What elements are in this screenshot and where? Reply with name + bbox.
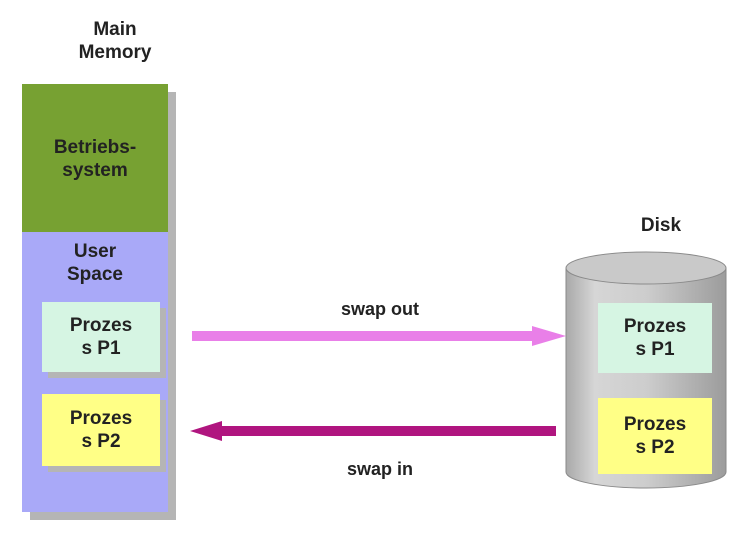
swap-in-arrow bbox=[190, 421, 556, 441]
main-memory-title: Main Memory bbox=[78, 19, 152, 63]
operating-system-label: Betriebs- system bbox=[53, 137, 137, 181]
swap-out-label: swap out bbox=[340, 299, 419, 319]
disk-cylinder-top bbox=[565, 251, 727, 285]
swap-in-label: swap in bbox=[346, 459, 413, 479]
swap-out-arrow bbox=[192, 326, 566, 346]
operating-system-region bbox=[22, 84, 168, 232]
disk-title: Disk bbox=[640, 215, 682, 236]
disk-process-p2: Prozes s P2 bbox=[598, 398, 712, 474]
user-space-label: User Space bbox=[67, 241, 123, 285]
disk-process-p1: Prozes s P1 bbox=[598, 303, 712, 373]
memory-process-p2: Prozes s P2 bbox=[42, 394, 160, 466]
memory-process-p1: Prozes s P1 bbox=[42, 302, 160, 372]
